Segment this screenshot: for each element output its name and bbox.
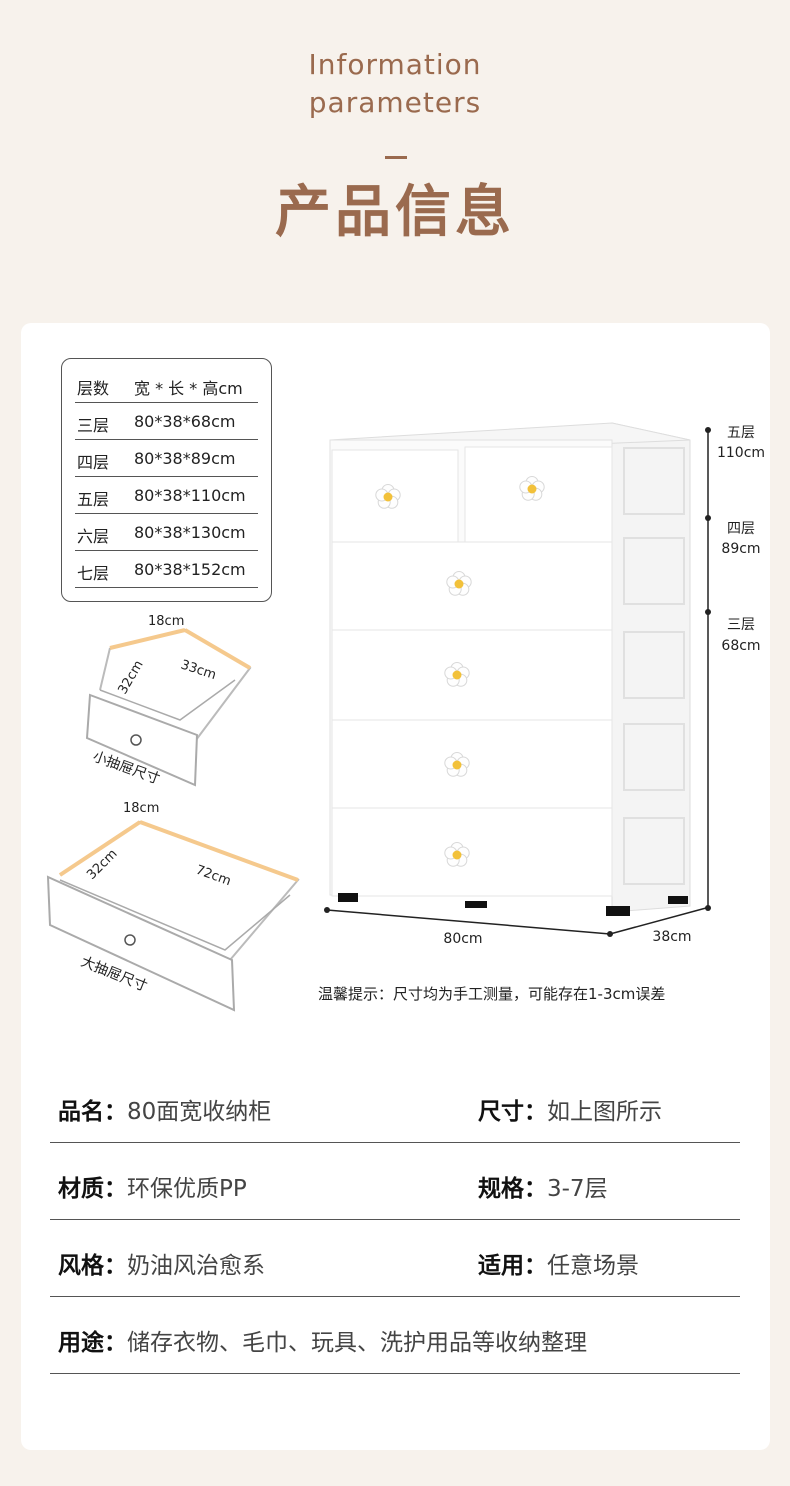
spec-label: 风格： (58, 1253, 127, 1279)
height-mark-value: 68cm (721, 638, 760, 654)
spec-row: 用途：储存衣物、毛巾、玩具、洗护用品等收纳整理 (50, 1296, 740, 1374)
spec-label: 适用： (478, 1253, 547, 1279)
spec-label: 尺寸： (478, 1099, 547, 1125)
cabinet-illustration (329, 422, 691, 916)
spec-value: 环保优质PP (127, 1176, 247, 1202)
size-table-header: 层数 宽 * 长 * 高cm (75, 365, 258, 403)
spec-style: 风格：奶油风治愈系 (58, 1246, 265, 1280)
spec-value: 如上图所示 (547, 1099, 662, 1125)
height-mark-tier: 五层 (727, 425, 755, 441)
spec-label: 规格： (478, 1176, 547, 1202)
small-drawer-width: 18cm (148, 614, 184, 629)
dimension-lines: 五层 110cm 四层 89cm 三层 68cm 80cm 38cm (324, 425, 765, 947)
row-dimension: 80*38*130cm (134, 523, 246, 542)
english-title-line1: Information (308, 48, 482, 81)
depth-dimension-label: 38cm (652, 929, 691, 945)
spec-size: 尺寸：如上图所示 (478, 1092, 662, 1126)
spec-name: 品名：80面宽收纳柜 (58, 1092, 271, 1126)
spec-row: 材质：环保优质PP 规格：3-7层 (50, 1142, 740, 1220)
width-dimension-label: 80cm (443, 931, 482, 947)
spec-spec: 规格：3-7层 (478, 1169, 608, 1203)
flower-knob-icon (519, 476, 545, 501)
small-drawer-depth: 33cm (179, 658, 218, 684)
spec-value: 任意场景 (547, 1253, 639, 1279)
spec-row: 品名：80面宽收纳柜 尺寸：如上图所示 (50, 1065, 740, 1143)
height-mark-value: 110cm (717, 445, 765, 461)
flower-knob-icon (375, 484, 401, 509)
size-table: 层数 宽 * 长 * 高cm 三层 80*38*68cm 四层 80*38*89… (61, 358, 272, 602)
flower-knob-icon (444, 662, 470, 687)
row-tier: 五层 (77, 490, 110, 509)
measurement-tip: 温馨提示：尺寸均为手工测量，可能存在1-3cm误差 (318, 985, 666, 1003)
spec-label: 用途： (58, 1330, 127, 1356)
row-dimension: 80*38*110cm (134, 486, 246, 505)
row-dimension: 80*38*89cm (134, 449, 236, 468)
size-table-row: 六层 80*38*130cm (75, 513, 258, 551)
english-title-line2: parameters (308, 86, 482, 119)
flower-knob-icons (375, 476, 545, 867)
size-table-row: 五层 80*38*110cm (75, 476, 258, 514)
drawer-knob-icon (124, 934, 136, 946)
flower-knob-icon (444, 752, 470, 777)
spec-use: 用途：储存衣物、毛巾、玩具、洗护用品等收纳整理 (58, 1323, 587, 1357)
spec-value: 3-7层 (547, 1176, 608, 1202)
row-tier: 三层 (77, 416, 110, 435)
row-dimension: 80*38*68cm (134, 412, 236, 431)
spec-value: 80面宽收纳柜 (127, 1099, 272, 1125)
spec-label: 品名： (58, 1099, 127, 1125)
size-table-row: 四层 80*38*89cm (75, 439, 258, 477)
flower-knob-icon (444, 842, 470, 867)
size-table-row: 三层 80*38*68cm (75, 402, 258, 440)
height-mark-tier: 四层 (727, 521, 755, 537)
small-drawer-side: 32cm (115, 658, 146, 697)
page-title: 产品信息 (275, 180, 515, 245)
flower-knob-icon (446, 571, 472, 596)
row-tier: 七层 (77, 564, 110, 583)
header-dimension: 宽 * 长 * 高cm (134, 379, 243, 398)
spec-row: 风格：奶油风治愈系 适用：任意场景 (50, 1219, 740, 1297)
large-drawer-side: 32cm (84, 847, 120, 883)
english-title: Information parameters (0, 46, 790, 122)
row-tier: 四层 (77, 453, 110, 472)
drawer-knob-icon (130, 734, 142, 746)
large-drawer-depth: 72cm (194, 863, 233, 890)
header-tier: 层数 (77, 379, 110, 398)
spec-label: 材质： (58, 1176, 127, 1202)
title-divider (385, 156, 407, 159)
spec-material: 材质：环保优质PP (58, 1169, 247, 1203)
spec-apply: 适用：任意场景 (478, 1246, 639, 1280)
spec-value: 储存衣物、毛巾、玩具、洗护用品等收纳整理 (127, 1330, 587, 1356)
small-drawer-illustration: 18cm 33cm 32cm 小抽屉尺寸 (85, 614, 252, 788)
height-mark-value: 89cm (721, 541, 760, 557)
large-drawer-illustration: 18cm 72cm 32cm 大抽屉尺寸 (46, 801, 300, 1012)
large-drawer-width: 18cm (123, 801, 159, 816)
row-dimension: 80*38*152cm (134, 560, 246, 579)
spec-value: 奶油风治愈系 (127, 1253, 265, 1279)
height-mark-tier: 三层 (727, 617, 755, 633)
size-table-row: 七层 80*38*152cm (75, 550, 258, 588)
row-tier: 六层 (77, 527, 110, 546)
